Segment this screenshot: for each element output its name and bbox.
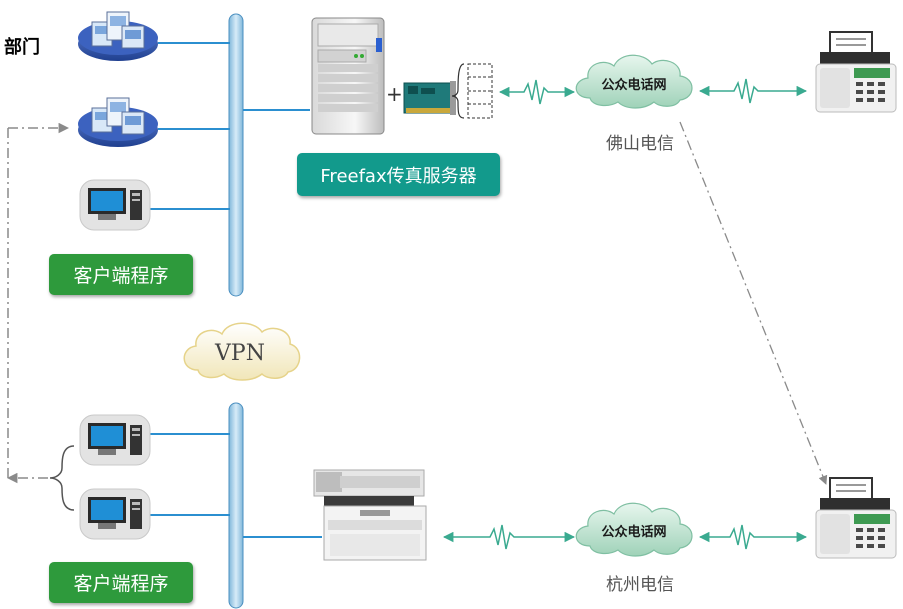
carrier-top-label: 佛山电信 <box>606 134 674 154</box>
freefax-server-label: Freefax传真服务器 <box>320 165 477 187</box>
pstn-top-label: 公众电话网 <box>601 77 666 93</box>
freefax-server-badge: Freefax传真服务器 <box>297 153 500 196</box>
department-label: 部门 <box>4 36 40 58</box>
fax-machine-icon <box>815 477 897 559</box>
computer-icon <box>79 179 151 231</box>
plus-sign: + <box>386 82 403 106</box>
fax-card-icon <box>403 63 493 119</box>
department-vpn-dashed-link <box>6 122 70 484</box>
bottom-network-bus <box>228 402 244 609</box>
client-program-label: 客户端程序 <box>73 573 169 595</box>
signal-line-bottom-right <box>698 524 808 550</box>
printer-icon <box>313 469 427 561</box>
cloud-icon <box>575 502 693 557</box>
carrier-bottom-label: 杭州电信 <box>606 575 674 595</box>
cloud-icon <box>575 54 693 109</box>
bottom-bus-links <box>150 433 322 538</box>
signal-line-bottom-left <box>442 524 576 550</box>
fax-machine-icon <box>815 31 897 113</box>
signal-line-top-left <box>498 79 576 105</box>
computer-icon <box>79 414 151 466</box>
vpn-cloud-icon <box>183 322 301 381</box>
client-program-badge-bottom: 客户端程序 <box>49 562 193 603</box>
brace-bracket <box>49 445 75 511</box>
department-icon <box>77 97 159 148</box>
top-network-bus <box>228 13 244 297</box>
server-icon <box>311 17 385 135</box>
top-bus-links <box>150 42 310 210</box>
computer-icon <box>79 488 151 540</box>
vpn-label: VPN <box>214 341 265 366</box>
client-program-label: 客户端程序 <box>73 265 169 287</box>
department-icon <box>77 11 159 62</box>
client-program-badge-top: 客户端程序 <box>49 254 193 295</box>
carrier-dashed-link <box>679 121 828 485</box>
pstn-bottom-label: 公众电话网 <box>601 524 666 540</box>
signal-line-top-right <box>698 78 808 104</box>
